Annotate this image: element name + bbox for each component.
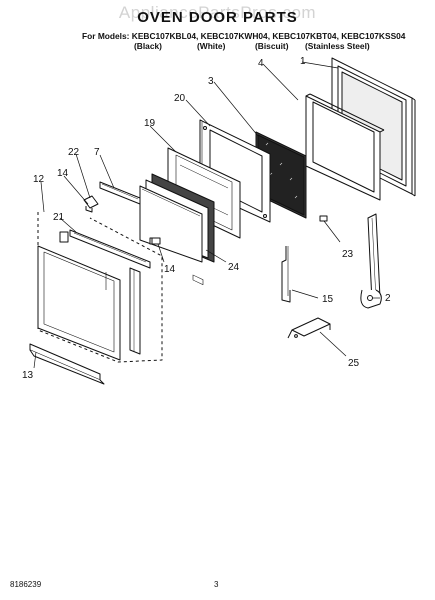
- part-22-hinge-cover: [83, 195, 99, 213]
- part-23-small-clip: [319, 215, 328, 222]
- callout-3: 3: [208, 76, 214, 87]
- model-numbers: For Models: KEBC107KBL04, KEBC107KWH04, …: [82, 31, 406, 41]
- color-variant-stainless: (Stainless Steel): [305, 41, 370, 51]
- watermark: AppliancePartsPros.com: [118, 3, 317, 22]
- part-4-door-frame: [305, 93, 385, 201]
- callout-20: 20: [174, 93, 186, 104]
- callout-21: 21: [53, 212, 65, 223]
- part-21-top-bar: [69, 229, 151, 269]
- callout-2: 2: [385, 293, 391, 304]
- color-variant-white: (White): [197, 41, 226, 51]
- color-variant-biscuit: (Biscuit): [255, 41, 289, 51]
- document-number: 8186239: [10, 580, 42, 589]
- front-door-panel: [37, 231, 121, 361]
- callout-4: 4: [258, 58, 264, 69]
- callout-14b: 14: [164, 264, 176, 275]
- leader-lines: [33, 61, 380, 369]
- callout-25: 25: [348, 358, 360, 369]
- part-25-bracket: [287, 317, 331, 339]
- callout-15: 15: [322, 294, 334, 305]
- part-14-clip-upper: [149, 237, 161, 245]
- callout-14a: 14: [57, 168, 69, 179]
- callout-19: 19: [144, 118, 156, 129]
- callout-13: 13: [22, 370, 34, 381]
- callout-1: 1: [300, 56, 306, 67]
- side-channel: [129, 267, 141, 355]
- page-title: OVEN DOOR PARTS: [137, 9, 298, 26]
- callout-23: 23: [342, 249, 354, 260]
- part-15-hinge-bracket: [281, 246, 291, 303]
- color-variant-black: (Black): [134, 41, 162, 51]
- page-number: 3: [214, 580, 219, 589]
- callout-7: 7: [94, 147, 100, 158]
- part-7-trim-strip: [99, 181, 141, 205]
- callout-24: 24: [228, 262, 240, 273]
- callout-22: 22: [68, 147, 80, 158]
- part-2-hinge: [360, 213, 382, 309]
- part-13-bottom-trim: [29, 343, 105, 385]
- callout-12: 12: [33, 174, 45, 185]
